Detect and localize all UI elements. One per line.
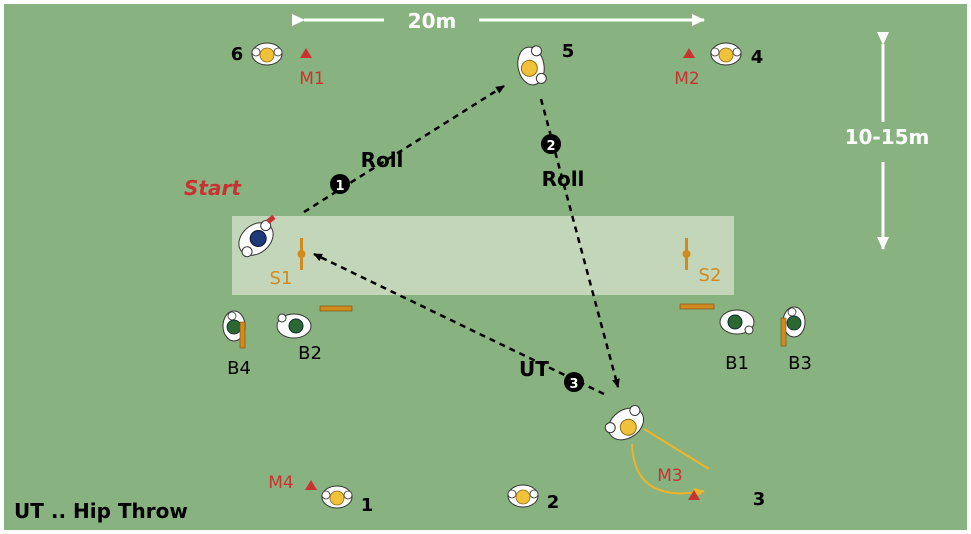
marker-m1-label: M1 [299,69,324,89]
fielder-3-number: 3 [753,489,766,510]
fielder-2: 2 [507,484,560,513]
fielder-5: 5 [517,41,575,86]
fielder-1-number: 1 [361,495,374,516]
step-3-number: 3 [569,377,578,392]
step-2: 2 Roll [541,134,584,191]
batter-b2: B2 [276,305,353,364]
stumps-s1: S1 [270,238,306,289]
width-label: 20m [408,9,457,33]
batter-b3-label: B3 [788,353,812,374]
batter-b4-label: B4 [227,358,251,379]
fielder-4-number: 4 [751,47,764,68]
step-1: 1 Roll [330,148,403,194]
stumps-s2: S2 [682,238,722,286]
step-2-label: Roll [542,167,585,191]
width-dimension: 20m [292,9,705,33]
batter-b2-label: B2 [298,343,322,364]
run-path-return [631,443,705,498]
step-1-label: Roll [361,148,404,172]
step-2-number: 2 [546,139,555,154]
step-3: 3 UT [519,357,584,392]
marker-m2-label: M2 [674,69,699,89]
start-player-icon [238,214,276,258]
roll-path-1 [303,84,505,214]
stumps-s2-label: S2 [699,265,722,286]
step-1-number: 1 [335,179,344,194]
drill-diagram: 20m 10-15m 1 Roll 2 Roll 3 UT Start [4,4,967,530]
marker-m2: M2 [674,48,700,89]
batter-b1: B1 [679,303,755,374]
marker-m4: M4 [268,473,317,493]
batter-b4: B4 [222,310,251,379]
throw-path-3 [313,252,605,396]
run-path-out [643,428,710,470]
start-label: Start [184,176,242,200]
fielder-5-number: 5 [562,41,575,62]
height-dimension: 10-15m [845,32,930,250]
fielder-6-number: 6 [231,44,244,65]
marker-m3-label: M3 [657,466,682,486]
legend-text: UT .. Hip Throw [14,499,188,523]
batter-b1-label: B1 [725,353,749,374]
diagram-canvas: 20m 10-15m 1 Roll 2 Roll 3 UT Start [14,9,930,523]
marker-m4-label: M4 [268,473,293,493]
marker-m3: M3 [657,466,700,500]
batter-b3: B3 [780,306,812,374]
step-3-label: UT [519,357,549,381]
fielder-3-runner [604,404,645,441]
stumps-s1-label: S1 [270,268,293,289]
fielder-2-number: 2 [547,492,560,513]
pitch-area [232,216,734,295]
height-label: 10-15m [845,125,930,149]
fielder-1: 1 [321,485,374,516]
fielder-4: 4 [710,42,764,68]
fielder-6: 6 [231,42,283,66]
marker-m1: M1 [299,48,325,89]
